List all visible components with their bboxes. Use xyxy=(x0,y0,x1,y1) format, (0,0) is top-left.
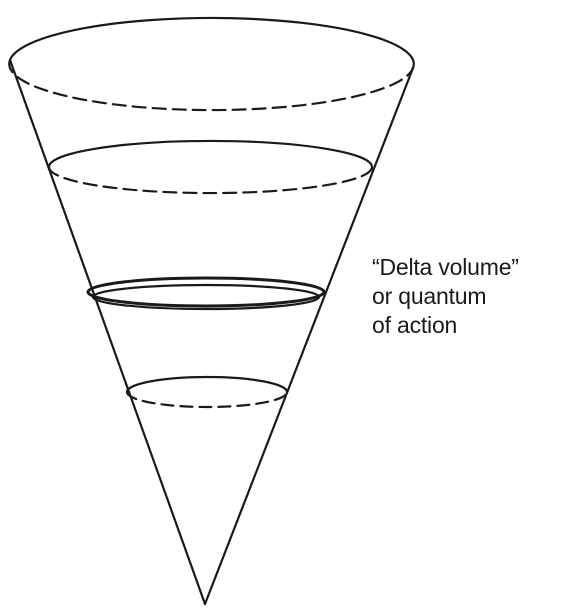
cone-left-edge xyxy=(8,58,207,606)
label-line-2: or quantum xyxy=(372,283,487,309)
upper-section-back xyxy=(47,139,374,169)
upper-section-front xyxy=(47,165,374,195)
delta-volume-ring-outer xyxy=(86,276,326,308)
label-line-3: of action xyxy=(372,312,458,338)
lower-section-front xyxy=(125,390,289,409)
top-rim-back xyxy=(8,16,415,70)
delta-volume-ring-inner xyxy=(91,283,321,311)
cone-right-edge xyxy=(203,66,415,606)
delta-volume-label: “Delta volume” or quantum of action xyxy=(372,253,567,340)
lower-section-back xyxy=(125,375,289,394)
top-rim-front xyxy=(8,58,415,112)
label-line-1: “Delta volume” xyxy=(372,254,519,280)
